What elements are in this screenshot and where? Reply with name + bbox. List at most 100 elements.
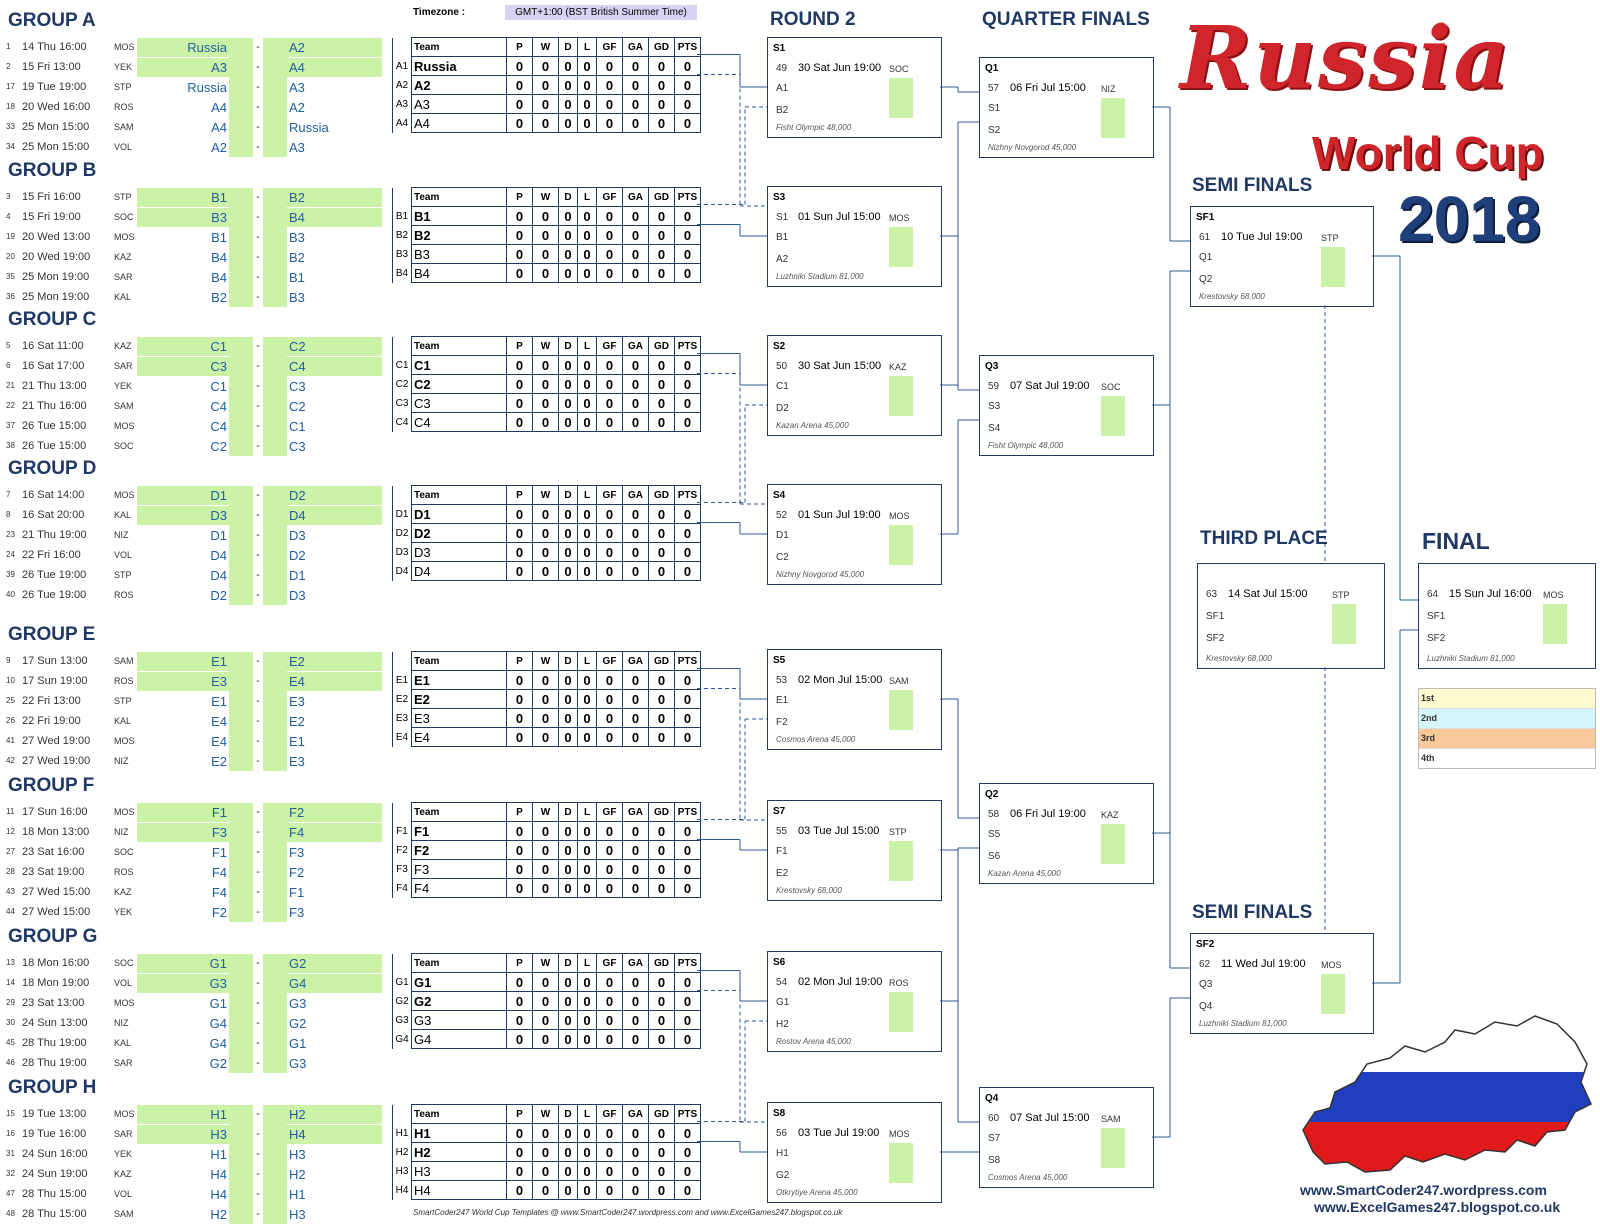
place-3rd: 3rd <box>1419 729 1595 749</box>
slot-2: SF2 <box>1427 633 1446 644</box>
match-date: 28 Thu 15:00 <box>22 1207 87 1220</box>
group-title: GROUP G <box>8 926 98 947</box>
score-input[interactable] <box>1101 98 1125 138</box>
score-input[interactable] <box>889 992 913 1032</box>
match-number: 23 <box>6 529 15 539</box>
match-number: 10 <box>6 675 15 685</box>
team-code: F3 <box>392 859 412 879</box>
score-input[interactable] <box>889 841 913 881</box>
match-date: 01 Sun Jul 19:00 <box>798 509 881 521</box>
match-number: 55 <box>776 826 788 837</box>
score-input[interactable] <box>1332 604 1356 644</box>
match-venue: NIZ <box>114 755 129 766</box>
footer-url-1[interactable]: www.SmartCoder247.wordpress.com <box>1300 1182 1547 1198</box>
match-id: Q3 <box>985 361 999 372</box>
match-number: 27 <box>6 846 15 856</box>
slot-2: Q4 <box>1199 1001 1213 1012</box>
team-name: F4 <box>411 878 507 898</box>
match-number: 17 <box>6 81 15 91</box>
match-date: 16 Sat 14:00 <box>22 489 85 501</box>
match-id: S8 <box>773 1108 786 1119</box>
match-venue: SAM <box>114 121 134 132</box>
away-team: A4 <box>287 57 382 77</box>
away-team: H2 <box>287 1105 382 1124</box>
score-dash: - <box>256 694 260 707</box>
score-input[interactable] <box>889 525 913 565</box>
footer-url-2[interactable]: www.ExcelGames247.blogspot.co.uk <box>1314 1199 1561 1215</box>
home-team: A4 <box>211 99 227 115</box>
home-team: C4 <box>210 418 227 434</box>
match-venue: STP <box>114 81 132 92</box>
semi-finals-title-2: SEMI FINALS <box>1192 902 1313 923</box>
score-input[interactable] <box>1321 247 1345 287</box>
away-team: A3 <box>289 139 305 155</box>
match-number: 28 <box>6 866 15 876</box>
group-title: GROUP A <box>8 10 96 31</box>
score-input[interactable] <box>1321 974 1345 1014</box>
match-date: 25 Mon 19:00 <box>22 270 90 283</box>
slot-2: D2 <box>776 403 789 414</box>
score-input[interactable] <box>889 227 913 267</box>
slot-1: B1 <box>776 232 789 243</box>
away-team: B2 <box>289 249 305 265</box>
match-venue: SAR <box>114 1128 133 1139</box>
green-column-left <box>229 1105 253 1225</box>
green-column-right <box>263 188 287 308</box>
stat-value: 0 <box>674 878 701 898</box>
score-dash: - <box>256 419 260 432</box>
timezone-select[interactable]: GMT+1:00 (BST British Summer Time) <box>505 5 697 20</box>
match-venue: SOC <box>1101 382 1121 392</box>
stat-value: 0 <box>674 670 701 690</box>
match-venue: SOC <box>114 958 134 968</box>
match-venue: SAM <box>114 400 134 411</box>
match-number: 19 <box>6 231 15 241</box>
home-team: D1 <box>210 527 227 543</box>
match-date: 26 Tue 15:00 <box>22 439 87 452</box>
score-dash: - <box>256 140 260 153</box>
score-input[interactable] <box>889 78 913 118</box>
away-team: D3 <box>289 527 306 543</box>
match-number: 58 <box>988 809 1000 820</box>
green-column-right <box>263 337 287 457</box>
home-team: C3 <box>137 356 229 376</box>
slot-2: S4 <box>988 423 1001 434</box>
score-input[interactable] <box>889 690 913 730</box>
score-dash: - <box>256 290 260 303</box>
match-number: 36 <box>6 291 15 301</box>
slot-1: H1 <box>776 1148 789 1159</box>
score-input[interactable] <box>1101 1128 1125 1168</box>
match-venue: SAM <box>1101 1114 1121 1124</box>
score-input[interactable] <box>1101 396 1125 436</box>
stat-value: 0 <box>674 840 701 860</box>
score-input[interactable] <box>1101 824 1125 864</box>
score-input[interactable] <box>889 1143 913 1183</box>
score-dash: - <box>256 568 260 581</box>
logo-year: 2018 <box>1398 183 1541 255</box>
match-date: 30 Sat Jun 19:00 <box>798 62 882 74</box>
slot-2: H2 <box>776 1019 789 1030</box>
score-input[interactable] <box>889 376 913 416</box>
match-venue: MOS <box>889 1129 910 1139</box>
away-team: F3 <box>289 844 305 860</box>
match-id: S1 <box>773 43 786 54</box>
home-team: F4 <box>211 884 227 900</box>
match-date: 16 Sat 20:00 <box>22 508 85 521</box>
match-number: 61 <box>1199 232 1211 243</box>
score-input[interactable] <box>1543 604 1567 644</box>
match-date: 22 Fri 16:00 <box>22 548 81 561</box>
score-dash: - <box>256 359 260 372</box>
score-dash: - <box>256 120 260 133</box>
away-team: B3 <box>289 289 305 305</box>
match-number: 26 <box>6 715 15 725</box>
score-dash: - <box>256 1108 260 1120</box>
